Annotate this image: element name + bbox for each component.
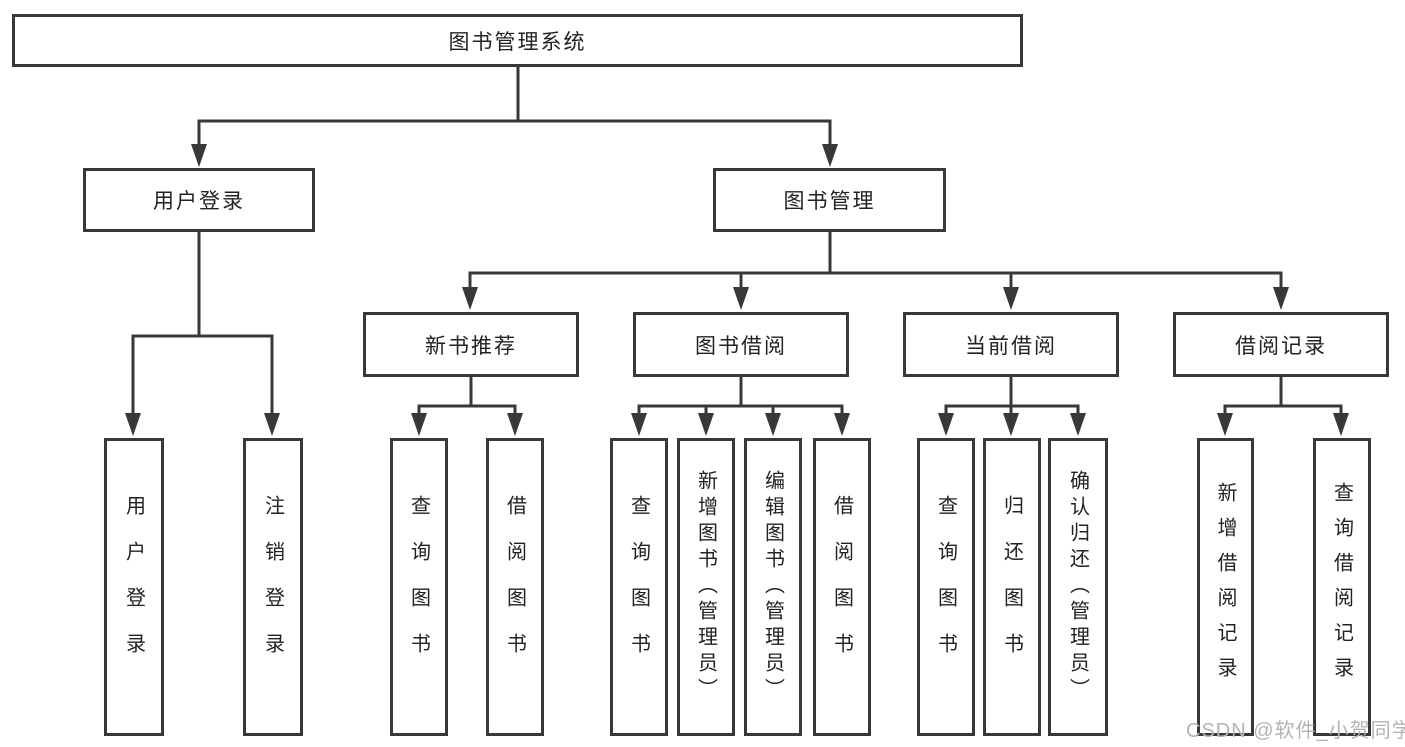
connector-current-borrowing-to-leaves [944, 377, 1080, 414]
node-book-management: 图书管理 [713, 168, 946, 232]
node-library-system: 图书管理系统 [12, 14, 1023, 67]
node-user-login: 用户登录 [83, 168, 315, 232]
leaf-return-books: 归还图书 [983, 438, 1041, 736]
node-borrowing-records: 借阅记录 [1173, 312, 1389, 377]
leaf-confirm-return-admin: 确认归还（管理员） [1048, 438, 1108, 736]
leaf-borrow-books-recommend: 借阅图书 [486, 438, 544, 736]
leaf-edit-books-admin: 编辑图书（管理员） [744, 438, 802, 736]
connector-borrowing-records-to-leaves [1223, 377, 1343, 414]
leaf-query-books-recommend: 查询图书 [390, 438, 448, 736]
node-current-borrowing: 当前借阅 [903, 312, 1119, 377]
leaf-query-books-borrowing: 查询图书 [610, 438, 668, 736]
leaf-query-books-current: 查询图书 [917, 438, 975, 736]
node-book-borrowing: 图书借阅 [633, 312, 849, 377]
leaf-borrow-books: 借阅图书 [813, 438, 871, 736]
leaf-user-login: 用户登录 [104, 438, 164, 736]
leaf-logout: 注销登录 [243, 438, 303, 736]
arrowheads [125, 144, 1349, 436]
connector-root-to-level2 [197, 67, 832, 146]
connector-user-login-to-leaves [131, 232, 274, 415]
leaf-query-borrow-record: 查询借阅记录 [1313, 438, 1371, 736]
connector-book-management-to-level3 [468, 232, 1283, 289]
connector-book-borrowing-to-leaves [637, 377, 844, 414]
connector-new-book-recommend-to-leaves [417, 377, 517, 414]
leaf-add-borrow-record: 新增借阅记录 [1197, 438, 1254, 736]
leaf-add-books-admin: 新增图书（管理员） [677, 438, 735, 736]
csdn-watermark: CSDN @软件_小贺同学 [1186, 720, 1405, 742]
node-new-book-recommend: 新书推荐 [363, 312, 579, 377]
